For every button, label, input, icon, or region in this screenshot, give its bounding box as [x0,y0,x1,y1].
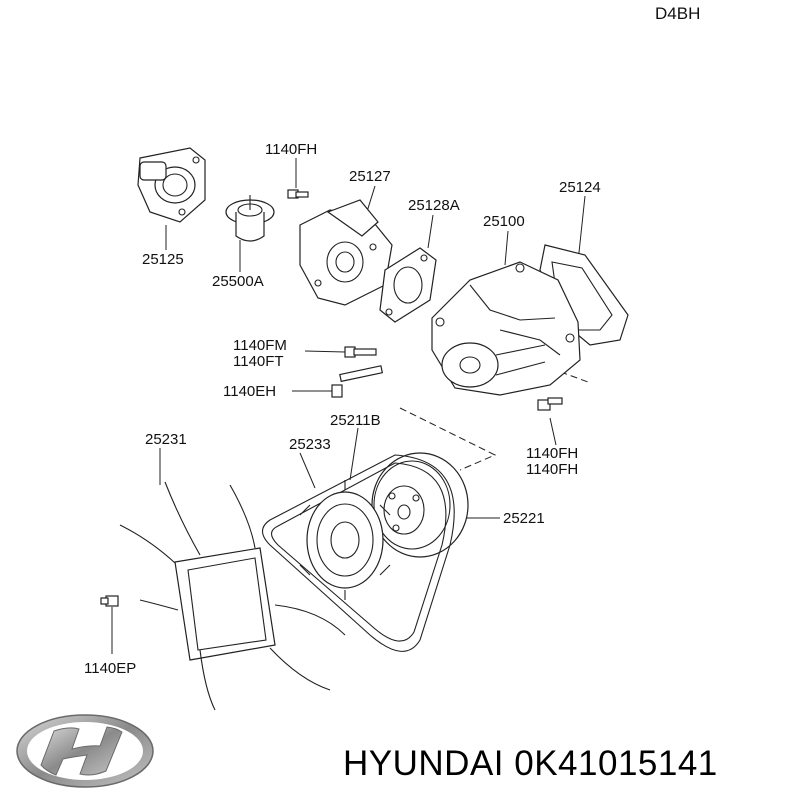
gasket-25128a [379,247,437,323]
part-label-1140ft: 1140FT [233,353,284,370]
part-label-1140fm: 1140FM [233,337,287,354]
part-label-25233: 25233 [289,436,331,453]
part-label-25127: 25127 [349,168,391,185]
part-label-25100: 25100 [483,213,525,230]
water-pump-25100 [431,261,581,396]
water-inlet-25127 [299,199,393,306]
part-label-25221: 25221 [503,510,545,527]
part-label-1140fh-top: 1140FH [265,141,318,158]
part-label-25231: 25231 [145,431,187,448]
part-label-1140ep: 1140EP [84,660,137,677]
part-label-25125: 25125 [142,251,184,268]
thermostat-25500a [225,195,275,242]
bolt-1140ep [100,595,119,607]
hyundai-logo-icon [16,714,154,788]
engine-code-label: D4BH [655,4,701,23]
bolt-1140fm [344,346,377,358]
part-label-25124: 25124 [559,179,601,196]
part-label-1140eh: 1140EH [223,383,277,400]
bolt-1140fh-lower [537,397,563,411]
fan-clutch-25233 [299,480,391,600]
brand-part-number-caption: HYUNDAI 0K41015141 [343,744,718,783]
part-label-25500a: 25500A [212,273,264,290]
leader-lines [111,158,586,654]
part-label-25128a: 25128A [408,197,460,214]
part-label-1140fh-a: 1140FH [526,445,579,462]
part-label-25211b: 25211B [330,412,381,429]
cooling-fan-25231 [119,481,346,711]
bolt-1140fh-top [287,189,309,199]
thermostat-housing-25125 [137,147,206,223]
v-belt-25211b [261,454,455,652]
pulley-25221 [371,452,469,558]
part-label-1140fh-b: 1140FH [526,461,579,478]
bolt-1140eh [331,365,384,398]
